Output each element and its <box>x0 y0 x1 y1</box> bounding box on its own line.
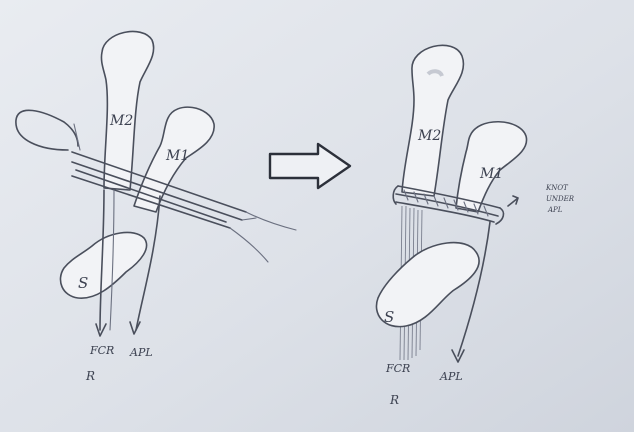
right-m1-label: M1 <box>479 166 503 182</box>
left-m1-label: M1 <box>165 148 189 164</box>
knot-line-1: KNOT <box>545 184 569 192</box>
right-m2-label: M2 <box>417 128 441 144</box>
right-fcr-label: FCR <box>385 362 410 375</box>
left-fcr-label: FCR <box>89 344 114 357</box>
left-m2-label: M2 <box>109 113 133 129</box>
left-s-label: S <box>78 274 88 292</box>
knot-line-3: APL <box>547 206 563 214</box>
left-r-label: R <box>85 369 95 383</box>
right-apl-label: APL <box>439 370 463 383</box>
right-r-label: R <box>389 393 399 407</box>
knot-line-2: UNDER <box>546 195 575 203</box>
left-apl-label: APL <box>129 346 153 359</box>
right-s-label: S <box>384 308 394 326</box>
